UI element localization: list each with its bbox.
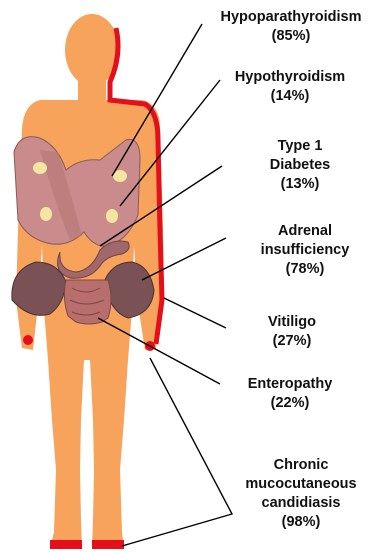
neck — [78, 78, 106, 100]
label-chronic-mucocutaneous-candidiasis: Chronic mucocutaneous candidiasis (98%) — [232, 456, 370, 532]
label-enteropathy: Enteropathy (22%) — [224, 375, 356, 413]
label-type1-diabetes: Type 1 Diabetes (13%) — [244, 137, 356, 194]
vitiligo-patch-feet-left — [50, 540, 82, 549]
line-vitiligo — [164, 298, 226, 328]
vitiligo-patch-hand-left — [23, 335, 33, 345]
label-hypoparathyroidism: Hypoparathyroidism (85%) — [200, 8, 382, 46]
intestine — [64, 280, 111, 324]
label-hypothyroidism: Hypothyroidism (14%) — [214, 68, 366, 106]
vitiligo-patch-feet-right — [92, 540, 124, 549]
line-candidiasis — [122, 358, 232, 546]
label-adrenal-insufficiency: Adrenal insufficiency (78%) — [236, 222, 374, 279]
label-vitiligo: Vitiligo (27%) — [240, 313, 344, 351]
